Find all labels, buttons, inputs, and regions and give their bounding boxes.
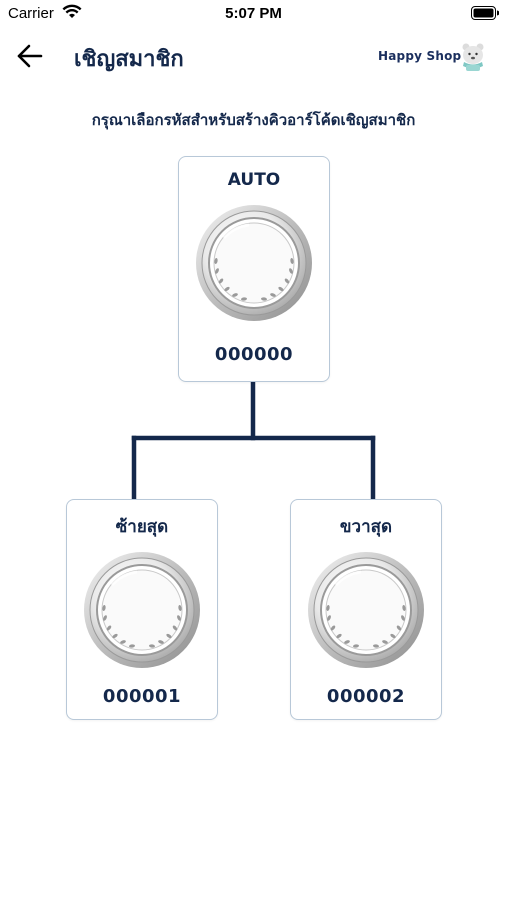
auto-code-card[interactable]: AUTO 000000 xyxy=(178,156,330,382)
rightmost-code-card[interactable]: ขวาสุด 000002 xyxy=(290,499,442,720)
leftmost-code-card[interactable]: ซ้ายสุด 000001 xyxy=(66,499,218,720)
card-label: AUTO xyxy=(227,170,281,190)
silver-medal-icon xyxy=(82,550,202,670)
bear-mascot-logo-icon xyxy=(462,43,484,71)
brand-name: Happy Shop xyxy=(378,49,462,63)
back-button[interactable] xyxy=(10,40,50,72)
header: เชิญสมาชิก Happy Shop xyxy=(0,28,507,84)
status-bar: Carrier 5:07 PM xyxy=(0,0,507,28)
card-label: ซ้ายสุด xyxy=(115,517,169,537)
carrier-label: Carrier xyxy=(8,5,54,22)
battery-icon xyxy=(471,6,499,20)
card-code: 000002 xyxy=(326,686,406,707)
card-label: ขวาสุด xyxy=(339,517,393,537)
card-code: 000000 xyxy=(214,344,294,365)
status-time: 5:07 PM xyxy=(225,5,282,22)
card-code: 000001 xyxy=(102,686,182,707)
wifi-icon xyxy=(62,4,82,18)
silver-medal-icon xyxy=(194,203,314,323)
silver-medal-icon xyxy=(306,550,426,670)
arrow-left-icon xyxy=(17,44,43,68)
instruction-text: กรุณาเลือกรหัสสำหรับสร้างคิวอาร์โค้ดเชิญ… xyxy=(91,111,416,129)
page-title: เชิญสมาชิก xyxy=(74,47,184,72)
